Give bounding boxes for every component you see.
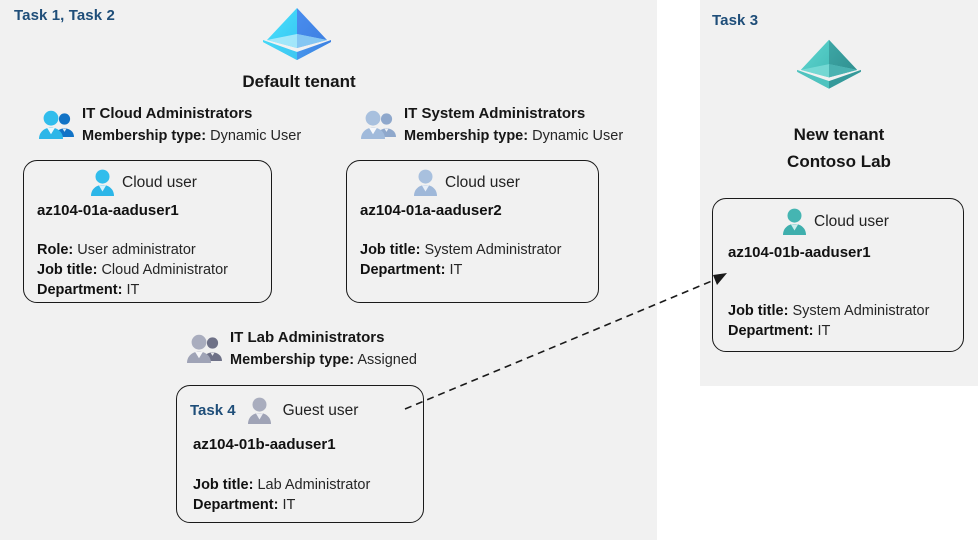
group-name: IT Lab Administrators <box>230 329 385 346</box>
user-card-aaduser1[interactable]: Cloud user az104-01a-aaduser1 Role: User… <box>23 160 272 303</box>
task-label-4: Task 4 <box>190 402 236 419</box>
attribute-row: Job title: Cloud Administrator <box>37 260 228 280</box>
new-tenant-title-line1: New tenant <box>793 125 885 144</box>
attribute-row: Department: IT <box>37 280 228 300</box>
user-type-label: Cloud user <box>445 173 520 191</box>
group-users-icon <box>38 110 76 140</box>
attribute-label: Role: <box>37 242 74 258</box>
group-name: IT Cloud Administrators <box>82 105 253 122</box>
user-card-aaduser2[interactable]: Cloud user az104-01a-aaduser2 Job title:… <box>346 160 599 303</box>
attribute-label: Job title: <box>728 303 789 319</box>
user-name: az104-01a-aaduser1 <box>37 202 179 219</box>
attribute-label: Job title: <box>193 477 254 493</box>
attribute-row: Job title: Lab Administrator <box>193 475 370 495</box>
attribute-value: Lab Administrator <box>257 477 371 493</box>
azure-ad-tenant-icon <box>793 36 865 98</box>
attribute-value: IT <box>282 497 296 513</box>
card-header: Cloud user <box>90 169 197 196</box>
attribute-value: System Administrator <box>792 303 930 319</box>
user-name: az104-01b-aaduser1 <box>728 244 871 261</box>
attribute-label: Department: <box>360 262 446 278</box>
attribute-value: Cloud Administrator <box>101 262 228 278</box>
azure-ad-tenant-icon <box>259 4 335 70</box>
attribute-row: Job title: System Administrator <box>360 240 561 260</box>
group-name: IT System Administrators <box>404 105 586 122</box>
attribute-value: IT <box>817 323 831 339</box>
user-attributes: Job title: System Administrator Departme… <box>728 301 929 341</box>
membership-type-label: Membership type: <box>82 128 207 144</box>
group-users-icon <box>186 334 224 364</box>
attribute-label: Job title: <box>360 242 421 258</box>
attribute-row: Department: IT <box>360 260 561 280</box>
attribute-row: Role: User administrator <box>37 240 228 260</box>
attribute-label: Department: <box>193 497 279 513</box>
group-membership: Membership type: Assigned <box>230 350 417 371</box>
guest-user-icon <box>247 397 272 424</box>
membership-type-value: Dynamic User <box>210 128 302 144</box>
default-tenant-panel: Task 1, Task 2 <box>0 0 657 540</box>
cloud-user-icon <box>90 169 115 196</box>
new-tenant-title-line2: Contoso Lab <box>787 152 891 171</box>
new-tenant-panel: Task 3 New tenant Contoso Lab <box>700 0 978 386</box>
membership-type-label: Membership type: <box>230 352 355 368</box>
task-label-1-2: Task 1, Task 2 <box>14 7 115 24</box>
default-tenant-title: Default tenant <box>242 72 356 91</box>
group-membership: Membership type: Dynamic User <box>82 126 301 147</box>
user-name: az104-01b-aaduser1 <box>193 436 336 453</box>
user-attributes: Role: User administrator Job title: Clou… <box>37 240 228 300</box>
user-type-label: Cloud user <box>814 212 889 230</box>
membership-type-value: Dynamic User <box>532 128 624 144</box>
attribute-label: Department: <box>37 282 123 298</box>
membership-type-label: Membership type: <box>404 128 529 144</box>
task-label-3: Task 3 <box>712 12 759 29</box>
attribute-row: Department: IT <box>193 495 370 515</box>
card-header: Cloud user <box>782 208 889 235</box>
group-users-icon <box>360 110 398 140</box>
attribute-label: Job title: <box>37 262 98 278</box>
user-name: az104-01a-aaduser2 <box>360 202 502 219</box>
user-attributes: Job title: System Administrator Departme… <box>360 240 561 280</box>
attribute-value: System Administrator <box>424 242 562 258</box>
attribute-value: User administrator <box>77 242 196 258</box>
user-card-guest-aaduser1[interactable]: Task 4 Guest user az104-01b-aaduser1 Job… <box>176 385 424 523</box>
user-type-label: Cloud user <box>122 173 197 191</box>
user-card-new-tenant-aaduser1[interactable]: Cloud user az104-01b-aaduser1 Job title:… <box>712 198 964 352</box>
user-type-label: Guest user <box>282 401 359 419</box>
attribute-row: Job title: System Administrator <box>728 301 929 321</box>
card-header: Task 4 Guest user <box>190 397 358 424</box>
membership-type-value: Assigned <box>357 352 417 368</box>
card-header: Cloud user <box>413 169 520 196</box>
attribute-value: IT <box>126 282 140 298</box>
attribute-label: Department: <box>728 323 814 339</box>
user-attributes: Job title: Lab Administrator Department:… <box>193 475 370 515</box>
attribute-row: Department: IT <box>728 321 929 341</box>
attribute-value: IT <box>449 262 463 278</box>
cloud-user-icon <box>413 169 438 196</box>
group-membership: Membership type: Dynamic User <box>404 126 623 147</box>
cloud-user-icon <box>782 208 807 235</box>
